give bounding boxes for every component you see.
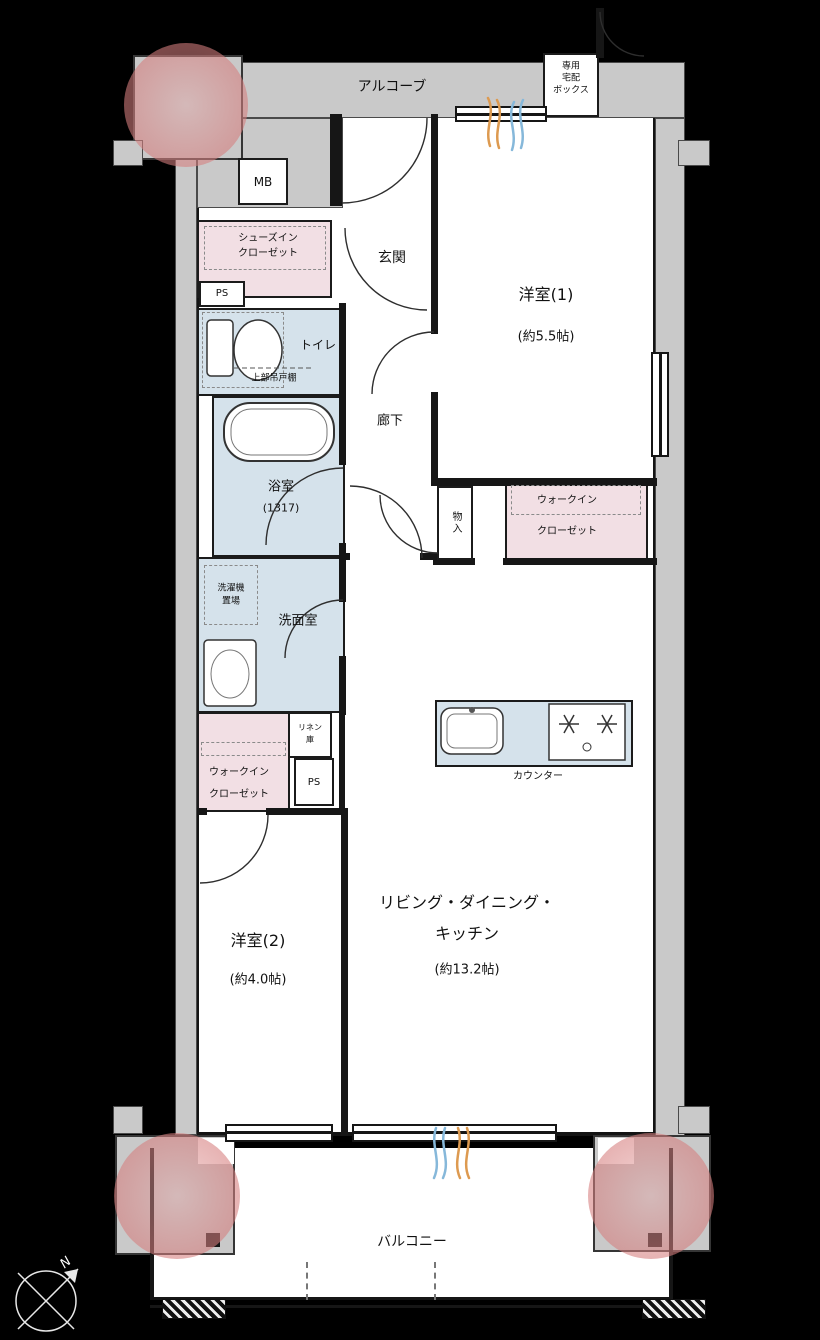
bathroom: [212, 396, 345, 557]
outer-wall-right: [655, 118, 685, 1136]
window-ldk-balcony: [352, 1124, 557, 1142]
ldk-name: リビング・ダイニング・: [378, 893, 556, 912]
washer-label: 洗濯機: [217, 583, 245, 594]
wall-segment: [339, 656, 346, 715]
alcove-label: アルコーブ: [357, 79, 427, 95]
meter-box: [238, 158, 288, 205]
window-bedroom2-balcony: [225, 1124, 333, 1142]
washroom-label: 洗面室: [278, 613, 318, 629]
shoes-in-closet: [197, 220, 332, 298]
balcony-floor: [152, 1148, 672, 1298]
pipe-space-label: PS: [307, 777, 321, 788]
rail-end-hatch: [642, 1299, 706, 1319]
wall-segment: [433, 558, 475, 565]
hallway-label: 廊下: [376, 413, 404, 429]
wic-right-label: クローゼット: [537, 526, 597, 537]
wall-segment: [431, 114, 438, 312]
delivery-box-label: 宅配: [561, 73, 581, 84]
wall-segment: [431, 392, 438, 486]
pipe-space-top: [199, 281, 245, 307]
kitchen-counter: [435, 700, 633, 767]
bedroom1-size: (約5.5帖): [517, 329, 575, 345]
ldk-size: (約13.2帖): [434, 962, 500, 978]
wic-left-label: ウォークイン: [209, 767, 269, 778]
entrance-label: 玄関: [378, 250, 406, 266]
closet-dash-detail: [204, 226, 326, 270]
washer-label: 置場: [221, 596, 241, 607]
wall-segment: [266, 808, 345, 815]
outer-wall-left: [175, 158, 197, 1135]
shoes-closet-label: シューズイン: [238, 233, 298, 244]
wall-segment: [420, 553, 437, 560]
linen-cabinet: [288, 712, 332, 758]
linen-label: 庫: [306, 735, 314, 744]
toilet-label: トイレ: [299, 338, 337, 352]
bathroom-name: 浴室: [267, 479, 295, 495]
wall-stub: [678, 140, 710, 166]
north-compass-icon: [15, 1268, 79, 1332]
wall-segment: [339, 553, 350, 560]
ldk-name: キッチン: [434, 924, 500, 943]
column-highlight: [114, 1133, 240, 1259]
window-bedroom1-right: [651, 352, 669, 457]
wall-stub: [678, 1106, 710, 1134]
column-highlight: [124, 43, 248, 167]
wall-segment: [431, 478, 657, 486]
wall-segment: [339, 712, 345, 812]
wall-segment: [341, 808, 348, 1136]
delivery-box-label: 専用: [561, 61, 581, 72]
storage-label: 物入: [450, 511, 461, 535]
upper-cabinet-label: 上部吊戸棚: [251, 373, 297, 384]
upper-cabinet-outline: [202, 312, 284, 388]
counter-label: カウンター: [513, 771, 563, 782]
wall-segment: [339, 543, 346, 602]
closet-dash-detail: [201, 742, 286, 756]
wall-segment: [197, 808, 207, 815]
delivery-box-label: ボックス: [553, 85, 589, 96]
wall-segment: [431, 307, 438, 334]
wall-segment: [339, 303, 346, 465]
shoes-closet-label: クローゼット: [238, 248, 298, 259]
front-door-leaf: [330, 114, 342, 206]
balcony-rail: [150, 1305, 673, 1308]
closet-dash-detail: [511, 485, 641, 515]
window-bedroom1-top: [455, 106, 547, 122]
column-highlight: [588, 1133, 714, 1259]
bathroom-size: (1317): [262, 501, 300, 515]
compass-north-label: N: [57, 1254, 75, 1272]
balcony-divider-mark: [306, 1262, 308, 1300]
balcony-label: バルコニー: [377, 1234, 447, 1250]
walk-in-closet-left: [197, 712, 290, 812]
wall-segment: [503, 558, 657, 565]
balcony-rail: [150, 1297, 673, 1300]
balcony-divider-mark: [434, 1262, 436, 1300]
rail-end-hatch: [162, 1299, 226, 1319]
wall-stub: [113, 1106, 143, 1134]
wic-right-label: ウォークイン: [537, 495, 597, 506]
bedroom2-size: (約4.0帖): [229, 972, 287, 988]
meter-box-label: MB: [253, 175, 273, 189]
delivery-box: [543, 53, 599, 117]
linen-label: リネン: [298, 723, 322, 732]
pipe-space-left: [294, 758, 334, 806]
pipe-space-label: PS: [215, 288, 229, 299]
delivery-door-leaf: [596, 8, 604, 58]
bedroom2-name: 洋室(2): [230, 931, 286, 950]
washer-space-outline: [204, 565, 258, 625]
bedroom1-name: 洋室(1): [518, 285, 574, 304]
wic-left-label: クローゼット: [209, 789, 269, 800]
